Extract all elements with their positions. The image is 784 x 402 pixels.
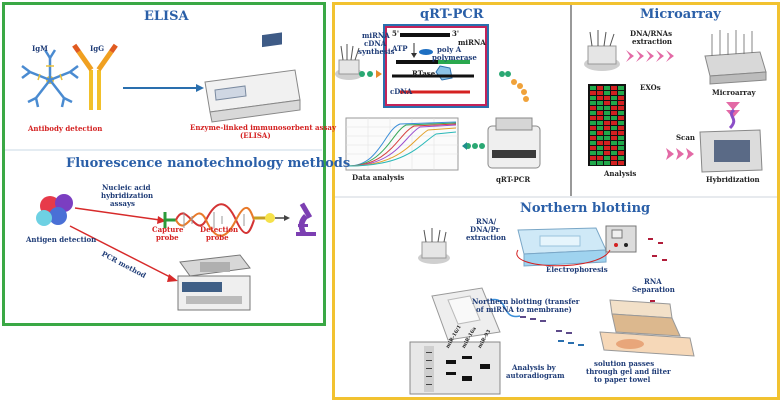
- amplification-plot-icon: [345, 117, 459, 171]
- qrtpcr-title: qRT-PCR: [420, 7, 484, 22]
- solution-label-1: solution passes: [594, 359, 655, 368]
- hybridization-slide-icon: [699, 108, 763, 173]
- rna-separation-label-1: RNA: [644, 277, 662, 286]
- atp-label: ATP: [392, 44, 408, 53]
- igm-label: IgM: [32, 44, 48, 53]
- scan-label: Scan: [676, 133, 695, 142]
- electrophoresis-tank-icon: [517, 227, 607, 267]
- microarray-chip-icon: [704, 30, 767, 85]
- transfer-label-2: of miRNA to membrane): [476, 305, 572, 314]
- hybridization-label: Hybridization: [706, 175, 760, 184]
- extraction-arrow-icon: [626, 50, 674, 62]
- exosome-tube-icon: [335, 44, 363, 80]
- blotting-stack-icon: [599, 299, 695, 357]
- solution-label-3: to paper towel: [594, 375, 651, 384]
- elisa-caption-1: Enzyme-linked immunosorbent assay: [190, 123, 337, 132]
- antibody-detection-label: Antibody detection: [28, 124, 103, 133]
- capture-probe-label-2: probe: [156, 233, 179, 242]
- elisa-title: ELISA: [144, 9, 189, 24]
- extraction-label-1: DNA/RNAs: [630, 29, 673, 38]
- igg-label: IgG: [90, 44, 105, 53]
- autoradiogram-icon: [409, 341, 501, 395]
- detection-probe-icon: [254, 213, 290, 223]
- scan-arrow-icon: [666, 148, 694, 160]
- transfer-label-1: Northern blotting (transfer: [472, 297, 580, 306]
- qrtpcr-label: qRT-PCR: [496, 175, 531, 184]
- mirna-cdna-label-2: cDNA: [364, 39, 387, 48]
- microarray-title: Microarray: [640, 7, 721, 22]
- mirna-cdna-label-3: synthesis: [358, 47, 395, 56]
- five-prime-label: 5': [392, 29, 400, 38]
- northern-tube-icon: [418, 228, 450, 264]
- analysis-label: Analysis: [604, 169, 637, 178]
- detection-probe-label-2: probe: [206, 233, 229, 242]
- capture-probe-icon: [163, 212, 176, 228]
- heatmap-cells: [590, 86, 624, 165]
- autoradiogram-label-1: Analysis by: [512, 363, 556, 372]
- nanoparticle-cluster-icon: [36, 194, 73, 226]
- microscope-icon: [296, 202, 316, 236]
- left-panel-border: [2, 2, 326, 326]
- membrane-transfer-icon: [431, 287, 521, 341]
- polya-label-1: poly A: [437, 45, 462, 54]
- microarray-tube-icon: [584, 30, 620, 71]
- three-prime-label: 3': [452, 29, 460, 38]
- cdna-label: cDNA: [390, 87, 413, 96]
- power-supply-icon: [605, 225, 637, 253]
- separation-dots-icon: [648, 238, 667, 306]
- mirna-label: miRNA: [458, 38, 486, 47]
- capture-probe-label-1: Capture: [152, 225, 184, 234]
- exos-label: EXOs: [640, 83, 661, 92]
- qpcr-instrument-icon: [487, 117, 541, 169]
- microarray-down-arrow-icon: [726, 102, 740, 118]
- antigen-detection-label: Antigen detection: [26, 235, 97, 244]
- elisa-caption-2: (ELISA): [240, 131, 271, 140]
- cdna-synthesis-arrow-icon: [359, 71, 373, 77]
- microarray-label: Microarray: [712, 88, 756, 97]
- autoradiogram-label-2: autoradiogram: [506, 371, 565, 380]
- rna-separation-label-2: Separation: [632, 285, 675, 294]
- igm-antibody-icon: [21, 49, 79, 108]
- northern-extraction-2: DNA/Pr: [470, 225, 500, 234]
- electrophoresis-label: Electrophoresis: [546, 265, 608, 274]
- fluorescence-title: Fluorescence nanotechnology methods: [66, 156, 351, 171]
- northern-extraction-3: extraction: [466, 233, 506, 242]
- detection-probe-label-1: Detection: [200, 225, 239, 234]
- nucleic-acid-label-1: Nucleic acid: [102, 183, 151, 192]
- solution-label-2: through gel and filter: [586, 367, 671, 376]
- nucleic-acid-label-2: hybridization: [101, 191, 154, 200]
- northern-extraction-1: RNA/: [476, 217, 497, 226]
- nucleic-acid-label-3: assays: [110, 199, 135, 208]
- extraction-label-2: extraction: [632, 37, 672, 46]
- mirna-cdna-label-1: miRNA: [362, 31, 390, 40]
- pcr-machine-icon: [177, 254, 251, 311]
- igg-antibody-icon: [72, 43, 118, 110]
- rtase-label: RTase: [412, 69, 436, 78]
- elisa-reader-icon: [204, 32, 301, 123]
- data-analysis-label: Data analysis: [352, 173, 405, 182]
- flow-arrow-icon: [511, 79, 529, 102]
- right-panel-border: [332, 2, 780, 400]
- dna-helix-icon: [175, 203, 255, 237]
- northern-title: Northern blotting: [520, 201, 651, 216]
- polya-label-2: polymerase: [432, 53, 477, 62]
